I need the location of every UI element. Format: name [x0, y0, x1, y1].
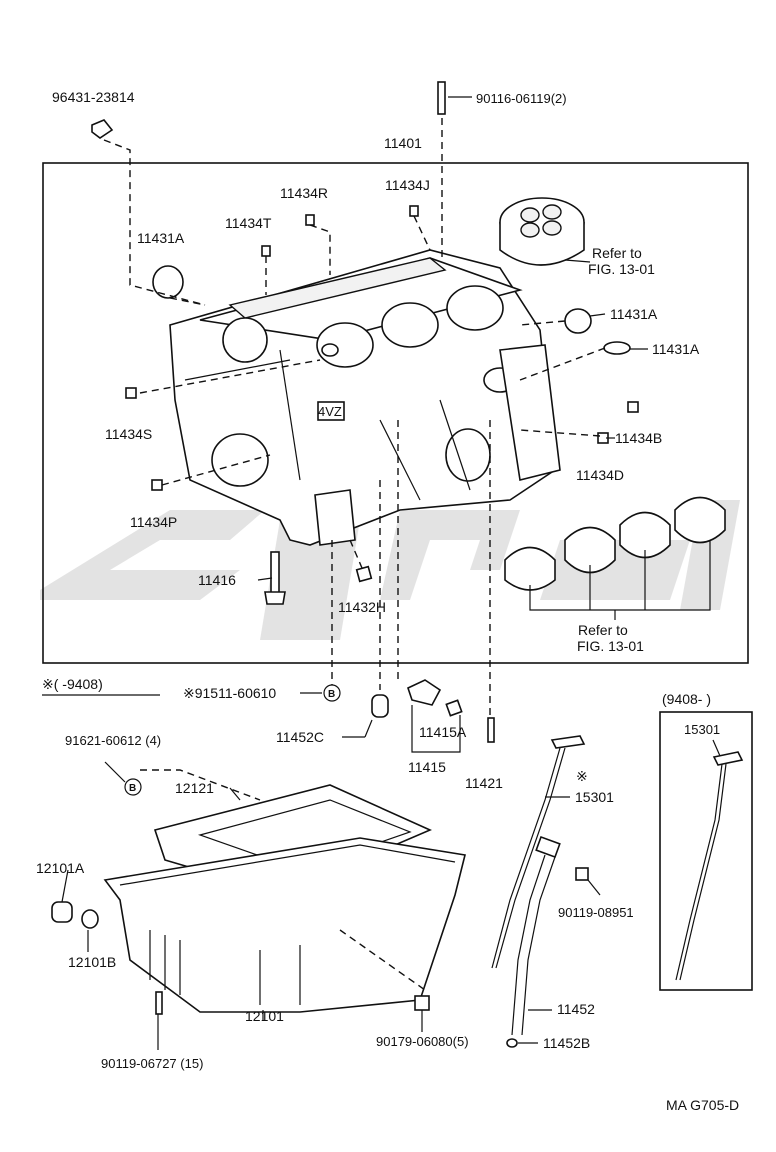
label-asterisk: ※: [576, 768, 588, 784]
label-11431a-right-1: 11431A: [610, 306, 658, 322]
badge-b-1: B: [328, 689, 335, 700]
label-11452: 11452: [557, 1001, 595, 1017]
label-90116-06119: 90116-06119(2): [476, 91, 567, 106]
label-11401: 11401: [384, 135, 422, 151]
engine-mark: 4VZ: [318, 404, 342, 419]
label-90179-06080: 90179-06080(5): [376, 1034, 469, 1049]
label-96431-23814: 96431-23814: [52, 89, 135, 105]
label-91511-60610: ※91511-60610: [183, 685, 276, 701]
solid-leaders: [42, 96, 721, 1050]
label-11432h: 11432H: [338, 599, 386, 615]
label-11434j: 11434J: [385, 177, 430, 193]
label-inset-15301: 15301: [684, 722, 720, 737]
label-12101a: 12101A: [36, 860, 85, 876]
label-12101: 12101: [245, 1008, 284, 1024]
label-91621-60612: 91621-60612 (4): [65, 733, 161, 748]
part-labels: 96431-23814 90116-06119(2) 11401 11434J …: [36, 89, 739, 1113]
label-11434s: 11434S: [105, 426, 152, 442]
label-11452c: 11452C: [276, 729, 324, 745]
cylinder-block-drawing: 4VZ: [169, 249, 561, 546]
oil-pan-drawing: [51, 784, 466, 1015]
cylinder-block-frame: [42, 162, 749, 664]
label-12121: 12121: [175, 780, 214, 796]
bearing-drawings: [504, 496, 726, 591]
label-11434t: 11434T: [225, 215, 272, 231]
label-11431a-left: 11431A: [137, 230, 185, 246]
label-refer-to-1: Refer to: [592, 245, 642, 261]
label-11416: 11416: [198, 572, 236, 588]
label-fig-13-01-1: FIG. 13-01: [588, 261, 655, 277]
diagram-code: MA G705-D: [666, 1097, 739, 1113]
dipstick-drawing: [491, 735, 744, 1048]
label-11421: 11421: [465, 775, 503, 791]
label-refer-to-2: Refer to: [578, 622, 628, 638]
small-parts: B B: [91, 81, 639, 796]
label-11434r: 11434R: [280, 185, 328, 201]
label-90119-06727: 90119-06727 (15): [101, 1056, 203, 1071]
dashed-leaders: [103, 118, 606, 991]
label-90119-08951: 90119-08951: [558, 905, 634, 920]
piston-drawing: [499, 197, 585, 266]
label-12101b: 12101B: [68, 954, 116, 970]
label-inset-9408: (9408- ): [662, 691, 711, 707]
label-note-9408: ※( -9408): [42, 676, 103, 692]
label-11415a: 11415A: [419, 724, 467, 740]
label-11452b: 11452B: [543, 1035, 590, 1051]
label-11434d: 11434D: [576, 467, 624, 483]
label-11434p: 11434P: [130, 514, 177, 530]
inset-frame: [659, 711, 753, 991]
label-11431a-right-2: 11431A: [652, 341, 700, 357]
label-15301: 15301: [575, 789, 614, 805]
label-fig-13-01-2: FIG. 13-01: [577, 638, 644, 654]
badge-b-2: B: [129, 783, 136, 794]
label-11434b: 11434B: [615, 430, 662, 446]
label-11415: 11415: [408, 759, 446, 775]
